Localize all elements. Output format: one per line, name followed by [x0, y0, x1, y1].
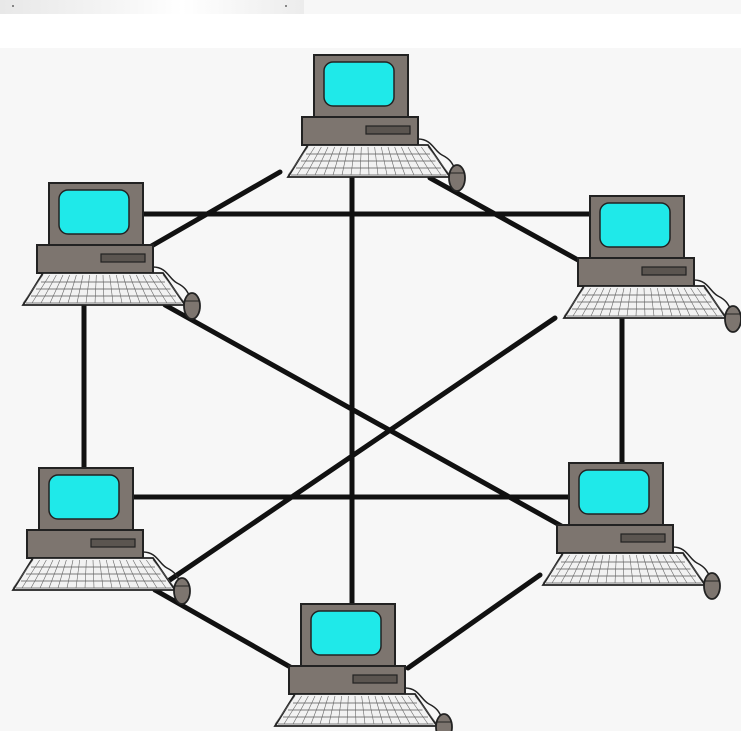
mouse-cable	[693, 279, 731, 309]
monitor-screen	[48, 474, 120, 520]
computer-icon	[11, 467, 191, 605]
network-link	[145, 169, 283, 251]
keyboard-icon	[273, 693, 439, 727]
mouse-icon	[183, 292, 201, 320]
drive-slot	[90, 538, 136, 548]
mouse-cable	[152, 266, 190, 296]
mouse-icon	[435, 713, 453, 731]
computer-icon	[273, 603, 453, 731]
drive-slot	[100, 253, 146, 263]
top-blank-area	[0, 14, 741, 48]
drive-slot	[641, 266, 687, 276]
computer-icon	[21, 182, 201, 320]
strip-dot	[12, 5, 14, 7]
mouse-icon	[448, 164, 466, 192]
computer-icon	[541, 462, 721, 600]
computer-icon	[562, 195, 741, 333]
keyboard-icon	[562, 285, 728, 319]
keyboard-icon	[286, 144, 452, 178]
strip-dot	[285, 5, 287, 7]
mouse-cable	[404, 687, 442, 717]
network-link	[152, 315, 558, 593]
monitor-screen	[578, 469, 650, 515]
computer-icon	[286, 54, 466, 192]
monitor-screen	[323, 61, 395, 107]
nodes-layer	[11, 54, 741, 731]
network-link	[152, 587, 295, 671]
network-link	[162, 302, 568, 531]
mouse-icon	[703, 572, 721, 600]
monitor-screen	[58, 189, 130, 235]
monitor-screen	[310, 610, 382, 656]
mouse-icon	[724, 305, 741, 333]
drive-slot	[352, 674, 398, 684]
links-layer	[81, 169, 625, 671]
mouse-icon	[173, 577, 191, 605]
network-link	[405, 572, 543, 671]
keyboard-icon	[21, 272, 187, 306]
keyboard-icon	[11, 557, 177, 591]
top-image-strip	[0, 0, 304, 14]
mouse-cable	[417, 138, 455, 168]
mouse-cable	[142, 551, 180, 581]
mouse-cable	[672, 546, 710, 576]
keyboard-icon	[541, 552, 707, 586]
monitor-screen	[599, 202, 671, 248]
drive-slot	[365, 125, 411, 135]
drive-slot	[620, 533, 666, 543]
network-link	[427, 175, 581, 263]
